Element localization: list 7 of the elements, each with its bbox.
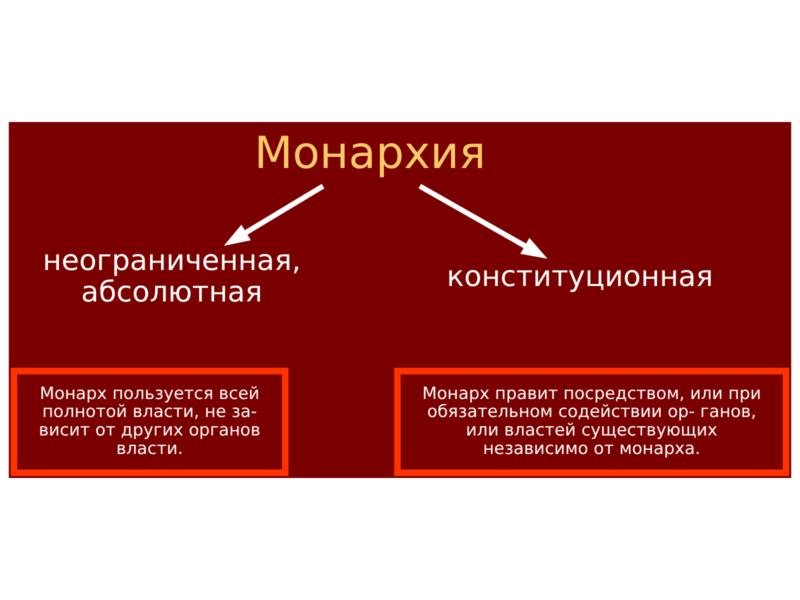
node-box: Монарх правит посредством, или при обязательном содействии ор- ганов, или властей существующих независимо от монарха. <box>394 368 790 476</box>
node-box: Монарх пользуется всей полнотой власти, не за- висит от других органов власти. <box>10 368 288 476</box>
node-text: неограниченная, абсолютная <box>42 243 301 308</box>
arrow <box>418 184 548 259</box>
arrow <box>224 184 324 246</box>
node-text: Монархия <box>254 128 486 179</box>
node-text: конституционная <box>446 258 714 293</box>
